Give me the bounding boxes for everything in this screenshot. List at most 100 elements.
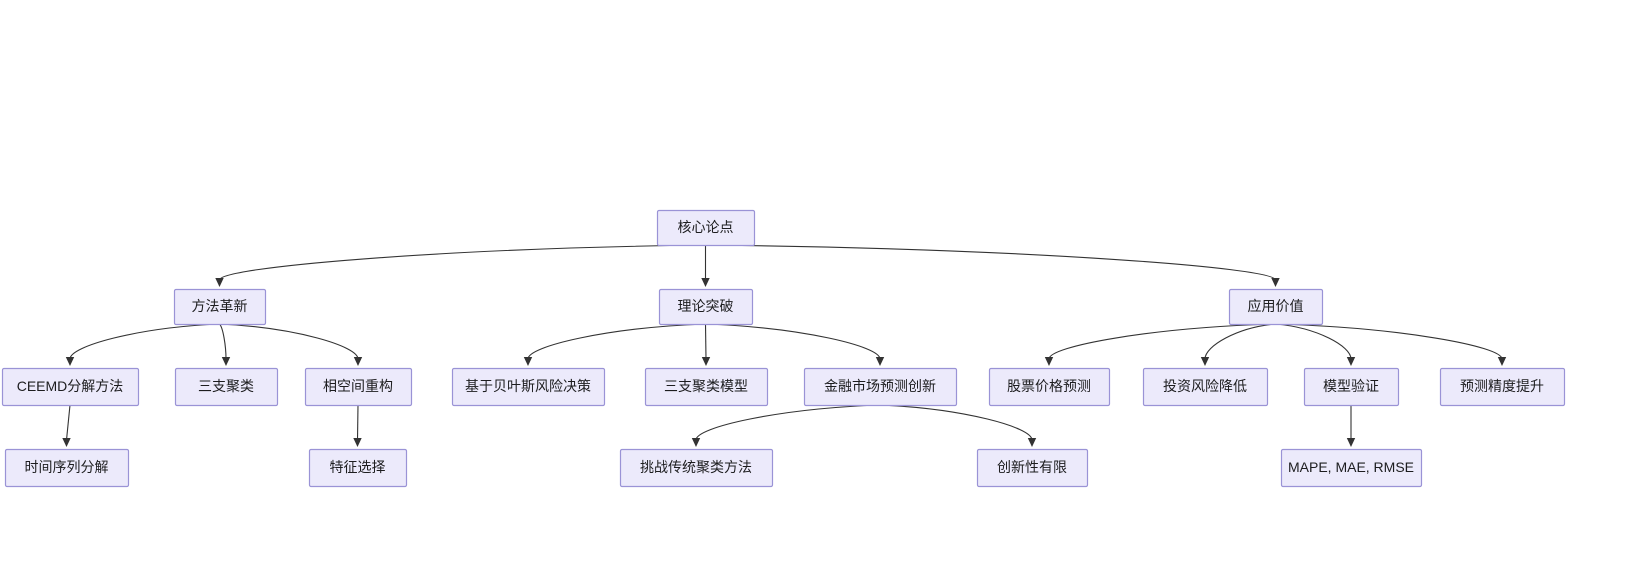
node-box[interactable] [976, 448, 1089, 488]
edge-arrowhead [221, 357, 231, 366]
edge-arrowhead [1346, 438, 1356, 447]
node-box[interactable] [644, 367, 769, 407]
edge-line [218, 244, 706, 281]
edge-layer [62, 244, 1507, 447]
flow-edge [691, 404, 881, 447]
flow-node[interactable]: CEEMD分解方法 [1, 367, 140, 407]
edge-arrowhead [1497, 357, 1507, 366]
edge-arrowhead [1044, 357, 1054, 366]
edge-arrowhead [353, 357, 363, 366]
flow-edge [219, 323, 363, 366]
flow-edge [701, 245, 710, 287]
node-label: 相空间重构 [323, 378, 393, 394]
node-label: 应用价值 [1248, 298, 1304, 314]
flow-node[interactable]: 核心论点 [656, 209, 756, 247]
node-box[interactable] [1142, 367, 1269, 407]
node-box[interactable] [451, 367, 606, 407]
edge-line [356, 404, 359, 441]
edge-line [879, 404, 1033, 441]
edge-line [527, 323, 706, 360]
node-label: 股票价格预测 [1007, 378, 1091, 394]
flow-edge [705, 244, 1280, 287]
edge-line [219, 323, 359, 360]
node-box[interactable] [619, 448, 774, 488]
node-box[interactable] [4, 448, 130, 488]
edge-arrowhead [215, 278, 224, 287]
node-box[interactable] [1228, 288, 1324, 326]
edge-line [69, 323, 220, 360]
flow-edge [523, 323, 706, 366]
flow-node[interactable]: 时间序列分解 [4, 448, 130, 488]
node-label: 金融市场预测创新 [824, 378, 936, 394]
flow-edge [705, 323, 885, 366]
flow-node[interactable]: 股票价格预测 [988, 367, 1111, 407]
edge-arrowhead [1027, 438, 1037, 447]
flow-node[interactable]: 挑战传统聚类方法 [619, 448, 774, 488]
flow-edge [353, 404, 362, 447]
edge-line [219, 323, 227, 360]
flow-node[interactable]: 理论突破 [658, 288, 754, 326]
flow-node[interactable]: 三支聚类 [174, 367, 279, 407]
node-box[interactable] [1, 367, 140, 407]
node-label: 创新性有限 [997, 459, 1067, 475]
flow-node[interactable]: 金融市场预测创新 [803, 367, 958, 407]
flow-node[interactable]: MAPE, MAE, RMSE [1280, 448, 1423, 488]
flow-edge [62, 404, 71, 447]
node-label: 方法革新 [192, 298, 248, 314]
edge-arrowhead [1346, 357, 1356, 366]
flow-edge [219, 323, 231, 366]
node-box[interactable] [173, 288, 267, 326]
flow-node[interactable]: 投资风险降低 [1142, 367, 1269, 407]
node-box[interactable] [304, 367, 413, 407]
flow-edge [1200, 323, 1276, 366]
edge-line [1275, 323, 1352, 360]
edge-line [1204, 323, 1276, 360]
node-label: 三支聚类模型 [664, 378, 748, 394]
edge-arrowhead [875, 357, 885, 366]
node-box[interactable] [1280, 448, 1423, 488]
edge-arrowhead [1271, 278, 1280, 287]
flow-edge [1346, 405, 1356, 447]
node-box[interactable] [174, 367, 279, 407]
flow-edge [1044, 323, 1276, 366]
node-box[interactable] [988, 367, 1111, 407]
flow-node[interactable]: 特征选择 [308, 448, 408, 488]
flow-node[interactable]: 应用价值 [1228, 288, 1324, 326]
node-label: 特征选择 [330, 459, 386, 475]
node-box[interactable] [658, 288, 754, 326]
flow-node[interactable]: 模型验证 [1303, 367, 1400, 407]
edge-line [695, 404, 881, 441]
node-label: 核心论点 [678, 219, 734, 235]
node-box[interactable] [308, 448, 408, 488]
node-label: 预测精度提升 [1460, 378, 1544, 394]
edge-arrowhead [65, 357, 75, 366]
flow-node[interactable]: 创新性有限 [976, 448, 1089, 488]
node-box[interactable] [656, 209, 756, 247]
node-box[interactable] [1303, 367, 1400, 407]
node-label: 投资风险降低 [1163, 378, 1247, 394]
edge-line [1275, 323, 1503, 360]
edge-arrowhead [691, 438, 701, 447]
flow-node[interactable]: 三支聚类模型 [644, 367, 769, 407]
edge-line [65, 404, 71, 441]
flow-node[interactable]: 基于贝叶斯风险决策 [451, 367, 606, 407]
flow-node[interactable]: 方法革新 [173, 288, 267, 326]
edge-arrowhead [523, 357, 533, 366]
edge-arrowhead [353, 438, 362, 447]
node-label: 挑战传统聚类方法 [640, 459, 752, 475]
flow-node[interactable]: 预测精度提升 [1439, 367, 1566, 407]
flow-node[interactable]: 相空间重构 [304, 367, 413, 407]
node-label: 基于贝叶斯风险决策 [465, 378, 591, 394]
edge-arrowhead [62, 438, 71, 447]
node-box[interactable] [1439, 367, 1566, 407]
node-label: CEEMD分解方法 [17, 378, 124, 394]
flow-edge [65, 323, 220, 366]
flow-edge [1275, 323, 1356, 366]
node-box[interactable] [803, 367, 958, 407]
flow-edge [701, 323, 711, 366]
flow-edge [1275, 323, 1507, 366]
node-label: 模型验证 [1323, 378, 1379, 394]
